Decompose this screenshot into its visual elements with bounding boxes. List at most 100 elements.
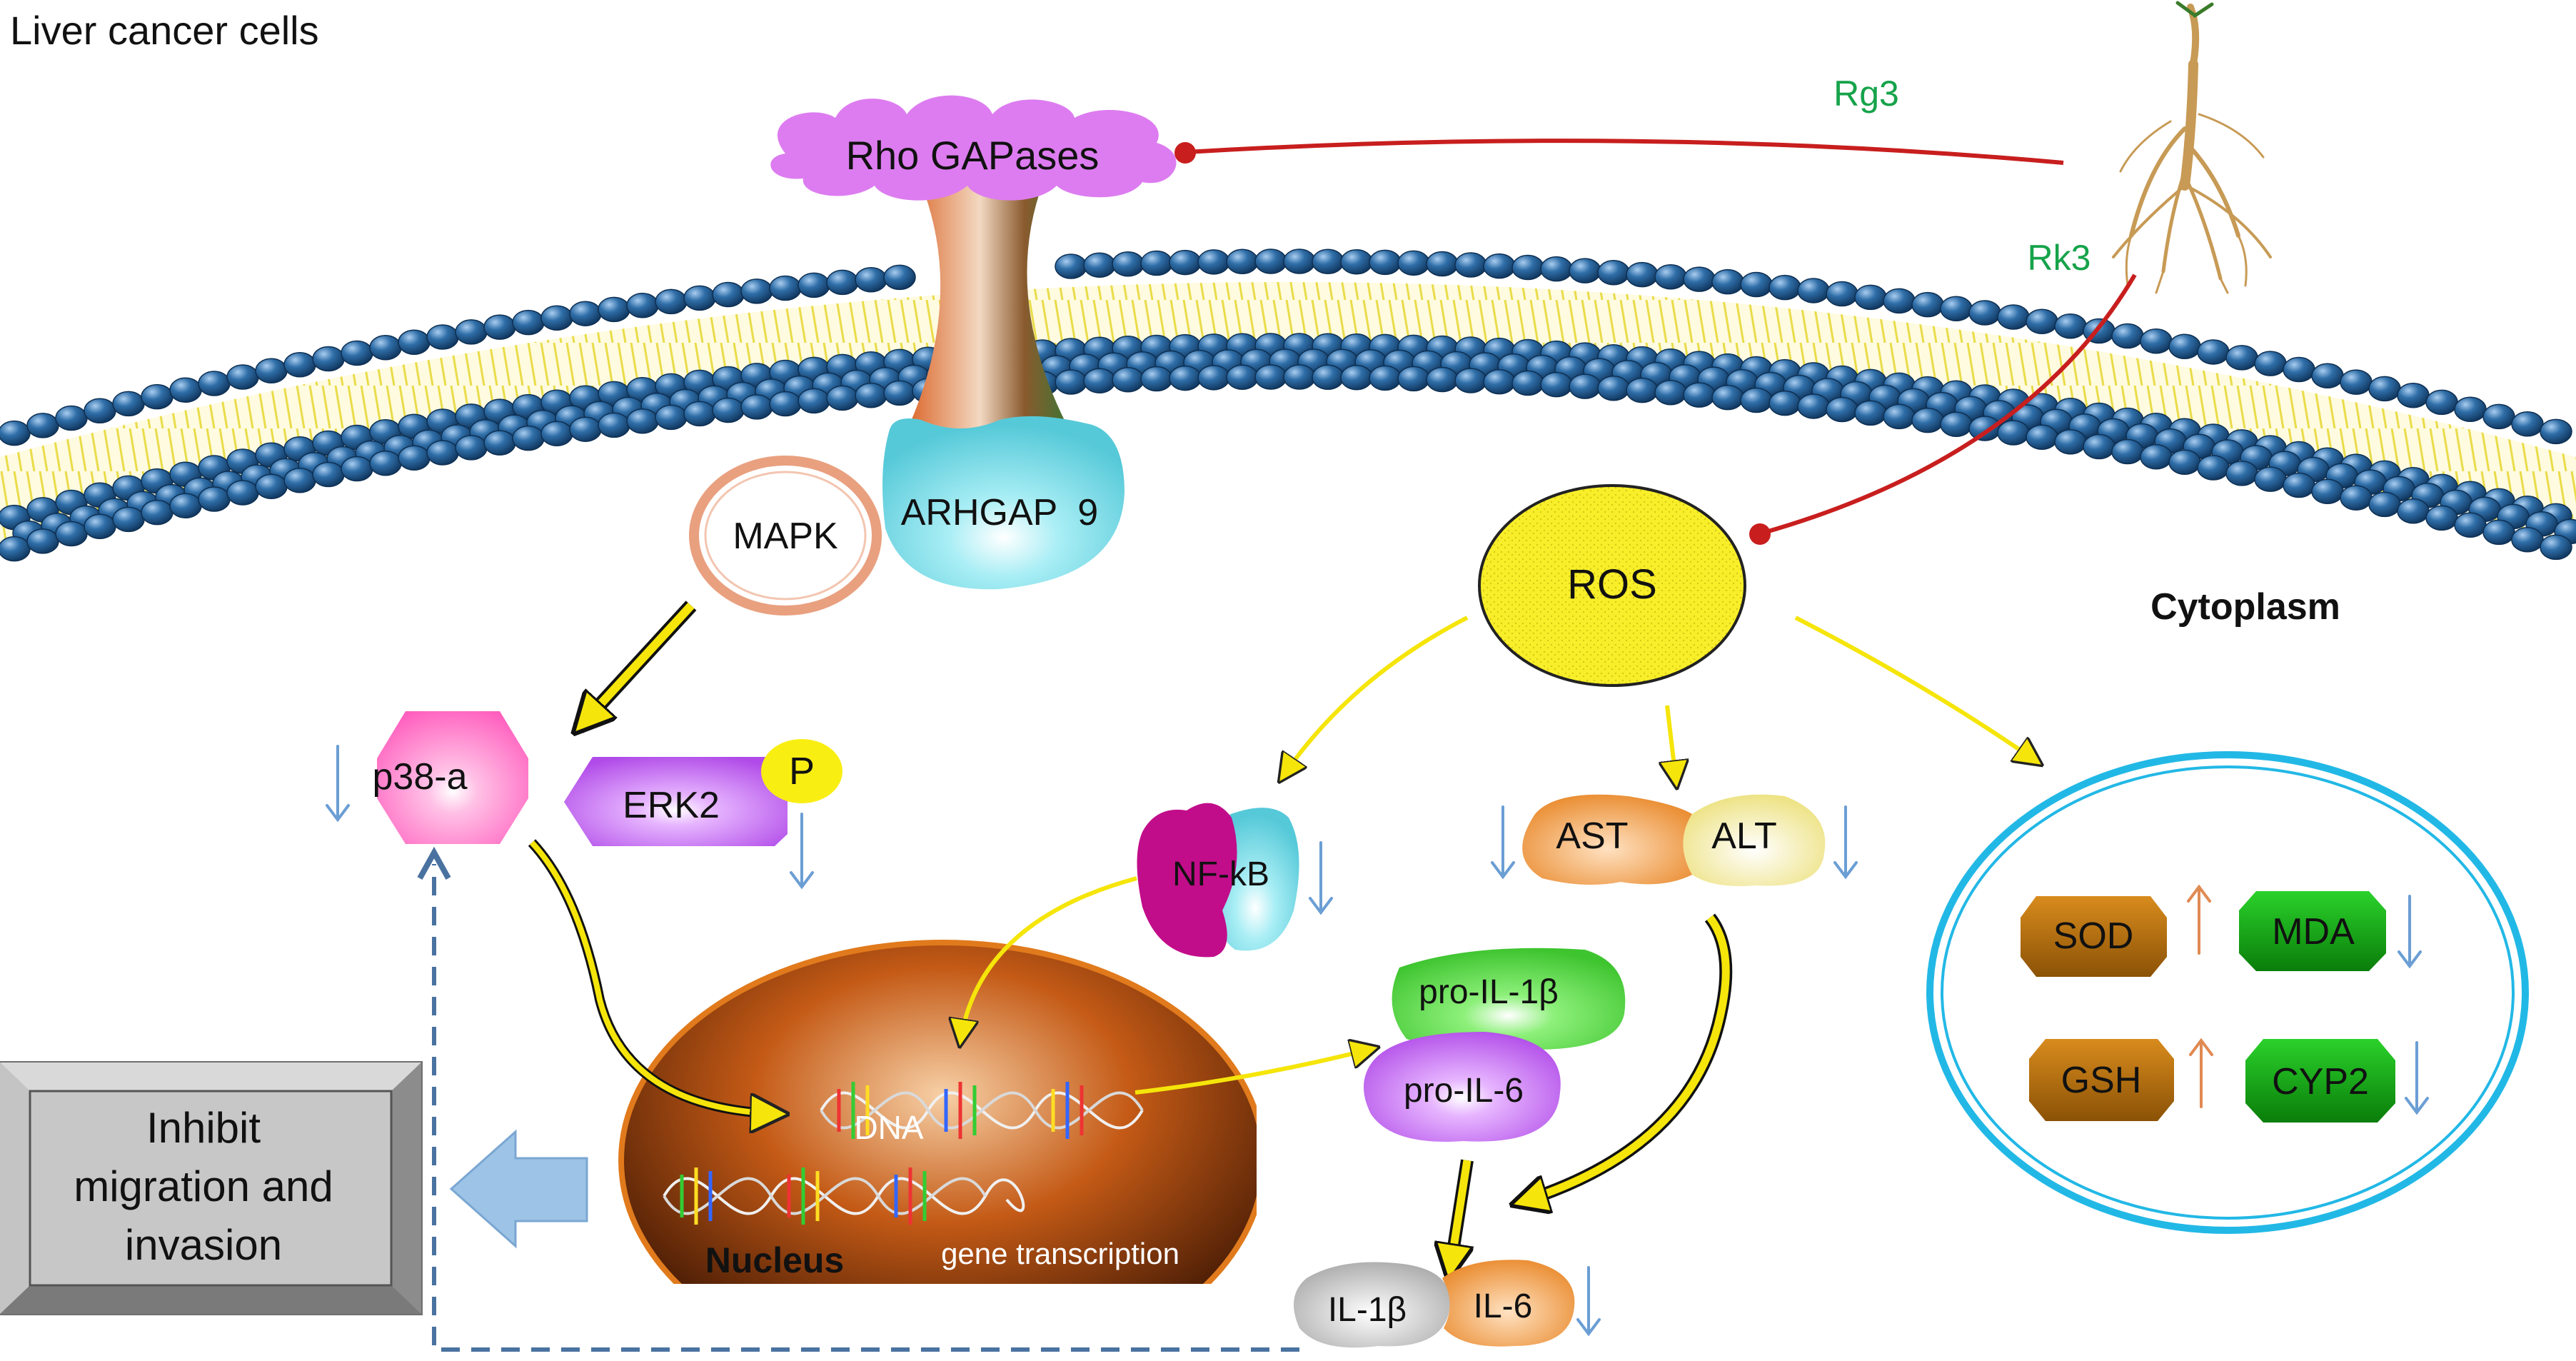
lipid-head (769, 275, 802, 301)
lipid-head (626, 408, 659, 434)
lipid-head (426, 440, 459, 466)
down-arrow-icon (2405, 1041, 2429, 1115)
il-node: IL-1β IL-6 (1294, 1260, 1575, 1348)
phospho-badge (761, 739, 842, 803)
lipid-head (2168, 333, 2201, 359)
lipid-head (740, 278, 773, 304)
lipid-head (1597, 259, 1630, 286)
rho-cloud-shape (770, 95, 1177, 201)
lipid-head (2311, 363, 2344, 388)
lipid-head (855, 383, 887, 408)
pro-il-node: pro-IL-1β pro-IL-6 (1364, 948, 1626, 1142)
lipid-head (283, 352, 316, 378)
gsh-shape (2029, 1039, 2174, 1121)
lipid-head (1654, 263, 1687, 290)
lipid-head (712, 281, 745, 308)
nucleus: DNA Nucleus gene transcription (618, 940, 1257, 1284)
down-arrow-icon (1833, 805, 1858, 880)
lipid-head (798, 388, 830, 414)
lipid-head (798, 272, 830, 298)
lipid-head (1540, 371, 1573, 398)
pro-il-1b-label: pro-IL-1β (1419, 973, 1559, 1011)
lipid-head (655, 288, 688, 315)
lipid-head (1911, 407, 1944, 433)
diagram-title: Liver cancer cells (10, 8, 319, 53)
lipid-head (2083, 433, 2115, 460)
lipid-head (169, 377, 202, 403)
lipid-heads-inner (0, 333, 2576, 562)
lipid-head (2454, 512, 2487, 538)
lipid-head (198, 486, 231, 512)
lipid-head (0, 536, 31, 562)
mapk-ring (689, 456, 882, 616)
lipid-head (483, 430, 516, 456)
outcome-line-3: invasion (125, 1221, 282, 1269)
lipid-head (398, 445, 431, 471)
lipid-head (712, 397, 745, 423)
lipid-head (312, 461, 345, 488)
lipid-head (1340, 364, 1373, 391)
outcome-line-2: migration and (74, 1162, 333, 1210)
antioxidant-panel: SOD MDA GSH CYP2 (1926, 751, 2529, 1234)
nucleus-label: Nucleus (705, 1240, 845, 1280)
lipid-head (2111, 323, 2144, 349)
lipid-head (1369, 365, 1402, 391)
lipid-head (226, 364, 259, 390)
lipid-head (169, 493, 202, 518)
down-arrow-icon (1576, 1266, 1601, 1337)
lipid-head (341, 456, 373, 482)
lipid-head (1397, 250, 1430, 276)
lipid-head (341, 340, 373, 366)
lipid-head (598, 296, 630, 323)
lipid-head (2168, 449, 2201, 475)
lipid-head (512, 425, 545, 451)
lipid-head (2482, 403, 2515, 430)
ast-label: AST (1556, 815, 1628, 857)
lipid-head (1511, 370, 1544, 396)
lipid-head (1197, 249, 1230, 275)
lipid-head (512, 309, 545, 336)
lipid-head (2054, 429, 2087, 455)
cyp2-shape (2245, 1039, 2395, 1123)
erk2-label: ERK2 (623, 785, 720, 826)
lipid-head (1911, 291, 1944, 318)
lipid-head (826, 385, 859, 411)
lipid-head (2140, 328, 2173, 354)
lipid-head (2340, 369, 2373, 395)
lipid-head (1940, 296, 1973, 321)
sod-label: SOD (2053, 915, 2134, 957)
lipid-head (540, 305, 573, 331)
lipid-head (1169, 249, 1202, 276)
lipid-head (1483, 368, 1516, 395)
lipid-head (2511, 411, 2544, 437)
il-6-shape (1442, 1260, 1575, 1347)
lipid-head (1968, 416, 2001, 441)
nfkb-magenta-half (1137, 803, 1237, 958)
lipid-head (569, 416, 602, 442)
lipid-head (198, 371, 231, 396)
lipid-head (1883, 403, 1916, 430)
pro-il-6-label: pro-IL-6 (1404, 1072, 1524, 1110)
lipid-head (2425, 389, 2458, 416)
nfkb-label: NF-kB (1172, 855, 1269, 893)
lipid-head (1626, 377, 1659, 403)
lipid-head (1483, 253, 1516, 279)
lipid-head (483, 314, 516, 340)
lipid-head (883, 264, 916, 291)
lipid-head (26, 528, 59, 554)
lipid-head (2054, 313, 2087, 339)
ast-alt-node: AST ALT (1522, 794, 1826, 886)
lipid-head (55, 521, 88, 547)
mapk-ring-inner (704, 471, 867, 601)
lipid-head (2454, 396, 2487, 423)
lipid-head (2225, 345, 2258, 371)
lipid-head (1112, 251, 1144, 277)
down-arrow-icon (326, 745, 350, 823)
lipid-head (1769, 274, 1801, 301)
alt-shape (1683, 794, 1826, 886)
lipid-head (1540, 256, 1573, 282)
lipid-head (1454, 252, 1487, 278)
erk2-shape (564, 757, 788, 846)
down-arrow-icon (2398, 895, 2422, 969)
